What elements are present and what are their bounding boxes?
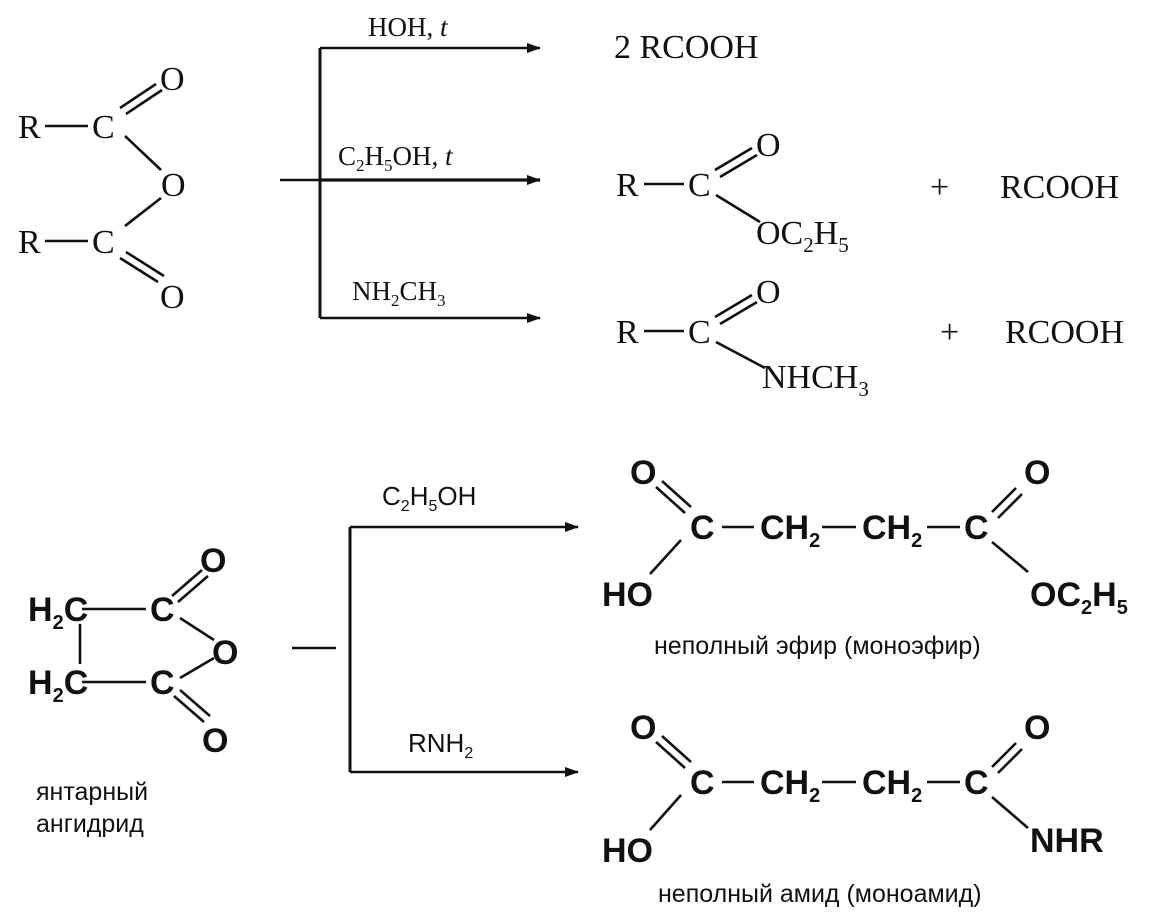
plus-sign-ester: + [930, 169, 949, 206]
branch-arrows-1 [280, 43, 541, 323]
anhydride-structure [45, 82, 165, 284]
carbonyl-oxygen-top: O [160, 61, 185, 98]
carbon-bottom: C [92, 224, 115, 261]
anhydride-ring-oxygen: O [212, 634, 238, 672]
anhydride-ch2-bottom: H2C [28, 664, 88, 707]
reagent-amine-2: RNH2 [408, 728, 473, 762]
monoamide-bonds [649, 735, 1029, 831]
r-group-top: R [18, 109, 41, 146]
plus-sign-amide: + [940, 314, 959, 351]
monoamide-amino-group: NHR [1030, 822, 1104, 860]
monoamide-hydroxyl: HO [602, 832, 653, 870]
anhydride-carbon-bottom: C [150, 664, 175, 702]
monoester-bonds [649, 480, 1029, 575]
monoamide-ch2-a: CH2 [760, 764, 820, 807]
monoester-carbon-left: C [690, 509, 715, 547]
carbonyl-oxygen-bottom: O [160, 279, 185, 316]
anhydride-name-line1: янтарный [36, 778, 148, 806]
carbon-top: C [92, 109, 115, 146]
reagent-ethanol: C2H5OH, t [338, 141, 454, 175]
amide-carbon: C [688, 314, 711, 351]
reagent-methylamine: NH2CH3 [352, 276, 446, 310]
amide-carbonyl-oxygen: O [756, 274, 781, 311]
monoester-carbon-right: C [964, 509, 989, 547]
ester-r-group: R [616, 167, 639, 204]
reagent-ethanol-2: C2H5OH [382, 481, 476, 515]
anhydride-oxygen-bottom: O [202, 722, 228, 760]
monoamide-oxygen-right: O [1024, 709, 1050, 747]
bridging-oxygen: O [161, 167, 186, 204]
monoester-hydroxyl: HO [602, 576, 653, 614]
ester-ethoxy-group: OC2H5 [756, 215, 849, 257]
amide-product-bonds [644, 293, 766, 370]
reagent-water: HOH, t [368, 12, 449, 42]
monoester-ethoxy: OC2H5 [1030, 576, 1128, 619]
succinic-anhydride-bonds [78, 569, 215, 723]
monoamide-label: неполный амид (моноамид) [658, 880, 982, 908]
branch-arrows-2 [292, 522, 579, 777]
monoamide-oxygen-left: O [630, 709, 656, 747]
product-carboxylic-acid: 2 RCOOH [614, 29, 759, 66]
amide-r-group: R [616, 314, 639, 351]
monoester-oxygen-left: O [630, 454, 656, 492]
monoester-ch2-a: CH2 [760, 509, 820, 552]
anhydride-oxygen-top: O [200, 542, 226, 580]
anhydride-ch2-top: H2C [28, 591, 88, 634]
monoamide-ch2-b: CH2 [862, 764, 922, 807]
ester-carbon: C [688, 167, 711, 204]
monoester-label: неполный эфир (моноэфир) [654, 632, 981, 660]
byproduct-acid-ester: RCOOH [1000, 169, 1119, 206]
anhydride-carbon-top: C [150, 591, 175, 629]
ester-product-bonds [644, 146, 761, 224]
monoester-oxygen-right: O [1024, 454, 1050, 492]
ester-carbonyl-oxygen: O [756, 127, 781, 164]
byproduct-acid-amide: RCOOH [1005, 314, 1124, 351]
anhydride-name-line2: ангидрид [36, 810, 144, 838]
amide-methylamino-group: NHCH3 [762, 359, 869, 401]
monoamide-carbon-right: C [964, 764, 989, 802]
r-group-bottom: R [18, 224, 41, 261]
monoester-ch2-b: CH2 [862, 509, 922, 552]
monoamide-carbon-left: C [690, 764, 715, 802]
